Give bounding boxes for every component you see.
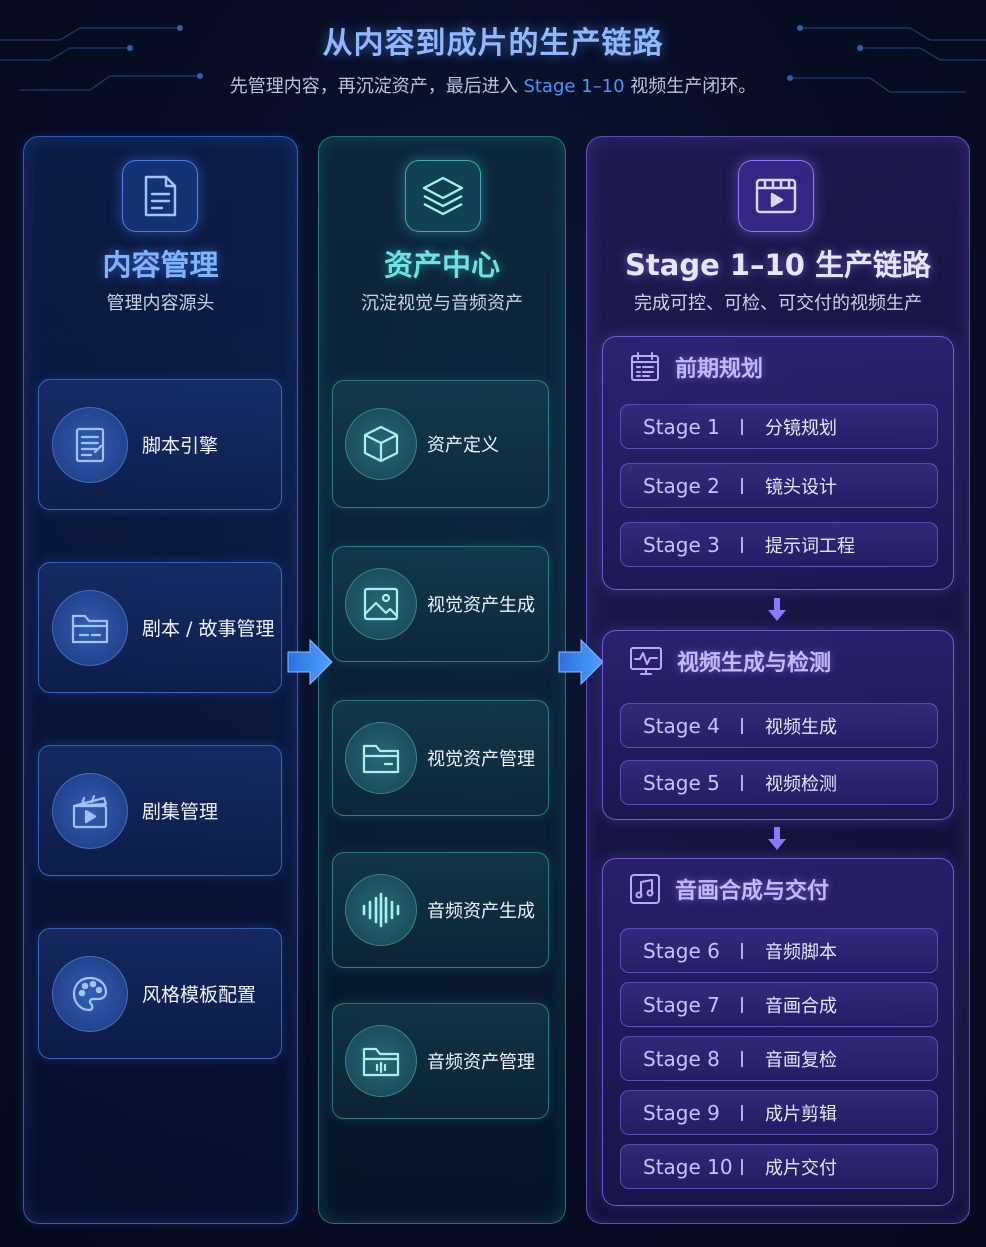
- stage-name: 成片交付: [765, 1157, 837, 1179]
- stage-name: 视频生成: [765, 716, 837, 738]
- script-icon: [52, 406, 128, 483]
- group-header: 视频生成与检测: [629, 645, 831, 677]
- card-label: 脚本引擎: [142, 435, 219, 457]
- production-pipeline-title: Stage 1–10 生产链路: [625, 248, 931, 282]
- card-visual-asset-generation[interactable]: 视觉资产生成: [332, 546, 549, 662]
- arrow-down-icon: [768, 598, 786, 621]
- arrow-right-icon: [558, 638, 604, 686]
- card-label: 剧集管理: [142, 801, 219, 823]
- asset-center-title: 资产中心: [383, 248, 500, 282]
- card-label: 音频资产管理: [427, 1052, 535, 1073]
- stage-separator: [741, 1050, 743, 1067]
- layers-icon: [405, 160, 481, 232]
- stage-row[interactable]: Stage 6 音频脚本: [620, 928, 938, 973]
- stage-label: Stage 7: [643, 992, 720, 1017]
- stage-row[interactable]: Stage 3 提示词工程: [620, 522, 938, 567]
- stage-name: 音画合成: [765, 995, 837, 1017]
- asset-center-subtitle: 沉淀视觉与音频资产: [361, 293, 523, 314]
- folder-icon: [345, 722, 417, 794]
- stage-label: Stage 1: [643, 414, 720, 439]
- stage-label: Stage 3: [643, 532, 720, 557]
- stage-row[interactable]: Stage 7 音画合成: [620, 982, 938, 1027]
- stage-separator: [741, 1104, 743, 1121]
- music-note-icon: [630, 874, 660, 904]
- stage-label: Stage 2: [643, 473, 720, 498]
- stage-separator: [741, 536, 743, 553]
- stage-name: 分镜规划: [765, 417, 837, 439]
- subtitle-text-post: 视频生产闭环。: [624, 76, 757, 97]
- stage-label: Stage 9: [643, 1100, 720, 1125]
- arrow-right-icon: [287, 638, 333, 686]
- card-style-template[interactable]: 风格模板配置: [38, 928, 282, 1059]
- card-label: 剧本 / 故事管理: [142, 618, 275, 640]
- arrow-down-icon: [768, 827, 786, 850]
- stage-separator: [741, 774, 743, 791]
- group-title: 音画合成与交付: [675, 879, 830, 904]
- document-icon: [122, 160, 198, 232]
- card-audio-asset-generation[interactable]: 音频资产生成: [332, 852, 549, 968]
- page-subtitle: 先管理内容，再沉淀资产，最后进入 Stage 1–10 视频生产闭环。: [0, 72, 986, 98]
- card-label: 风格模板配置: [142, 984, 257, 1006]
- card-label: 视觉资产管理: [427, 749, 535, 770]
- stage-name: 成片剪辑: [765, 1103, 837, 1125]
- stage-label: Stage 10: [643, 1154, 733, 1179]
- stage-row[interactable]: Stage 4 视频生成: [620, 703, 938, 748]
- stage-name: 提示词工程: [765, 535, 855, 557]
- stage-separator: [741, 477, 743, 494]
- stage-separator: [741, 717, 743, 734]
- card-episode-management[interactable]: 剧集管理: [38, 745, 282, 876]
- stage-row[interactable]: Stage 10 成片交付: [620, 1144, 938, 1189]
- palette-icon: [52, 955, 128, 1032]
- monitor-pulse-icon: [630, 647, 662, 675]
- card-label: 视觉资产生成: [427, 595, 535, 616]
- stage-name: 镜头设计: [765, 476, 837, 498]
- group-header: 音画合成与交付: [629, 873, 829, 905]
- stage-row[interactable]: Stage 2 镜头设计: [620, 463, 938, 508]
- stage-name: 音频脚本: [765, 941, 837, 963]
- subtitle-highlight: Stage 1–10: [523, 76, 625, 97]
- image-icon: [345, 568, 417, 640]
- content-management-subtitle: 管理内容源头: [106, 293, 215, 314]
- folder-icon: [52, 589, 128, 666]
- film-icon: [738, 160, 814, 232]
- stage-label: Stage 8: [643, 1046, 720, 1071]
- content-management-title: 内容管理: [102, 248, 219, 282]
- stage-label: Stage 5: [643, 770, 720, 795]
- stage-row[interactable]: Stage 8 音画复检: [620, 1036, 938, 1081]
- waveform-icon: [345, 874, 417, 946]
- group-title: 视频生成与检测: [677, 651, 832, 676]
- stage-name: 音画复检: [765, 1049, 837, 1071]
- card-audio-asset-management[interactable]: 音频资产管理: [332, 1003, 549, 1119]
- production-pipeline-subtitle: 完成可控、可检、可交付的视频生产: [634, 293, 922, 314]
- stage-separator: [741, 1158, 743, 1175]
- card-story-management[interactable]: 剧本 / 故事管理: [38, 562, 282, 693]
- stage-row[interactable]: Stage 1 分镜规划: [620, 404, 938, 449]
- group-title: 前期规划: [675, 357, 764, 382]
- stage-label: Stage 4: [643, 713, 720, 738]
- card-visual-asset-management[interactable]: 视觉资产管理: [332, 700, 549, 816]
- clapperboard-icon: [52, 772, 128, 849]
- stage-row[interactable]: Stage 9 成片剪辑: [620, 1090, 938, 1135]
- calendar-icon: [631, 352, 659, 381]
- card-asset-definition[interactable]: 资产定义: [332, 380, 549, 508]
- audio-folder-icon: [345, 1025, 417, 1097]
- group-header: 前期规划: [629, 351, 763, 383]
- stage-separator: [741, 418, 743, 435]
- stage-name: 视频检测: [765, 773, 837, 795]
- stage-label: Stage 6: [643, 938, 720, 963]
- card-label: 音频资产生成: [427, 901, 535, 922]
- stage-row[interactable]: Stage 5 视频检测: [620, 760, 938, 805]
- page-title: 从内容到成片的生产链路: [322, 26, 664, 61]
- card-label: 资产定义: [427, 435, 499, 456]
- stage-separator: [741, 996, 743, 1013]
- subtitle-text-pre: 先管理内容，再沉淀资产，最后进入: [229, 76, 524, 97]
- cube-icon: [345, 408, 417, 480]
- stage-separator: [741, 942, 743, 959]
- card-script-engine[interactable]: 脚本引擎: [38, 379, 282, 510]
